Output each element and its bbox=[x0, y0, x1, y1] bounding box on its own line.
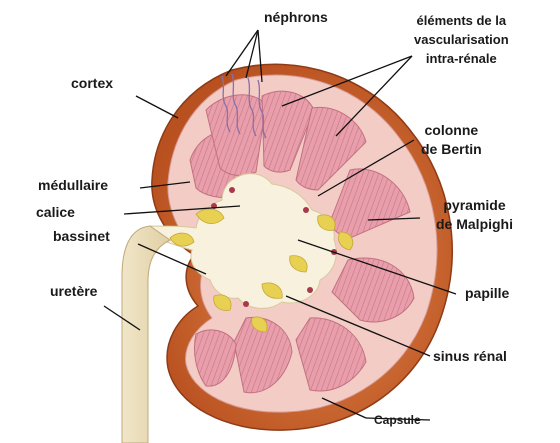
label-medullaire: médullaire bbox=[38, 177, 108, 194]
label-papille: papille bbox=[465, 285, 509, 302]
label-uretere: uretère bbox=[50, 283, 97, 300]
label-capsule: Capsule bbox=[374, 412, 421, 429]
label-pyramide: pyramide de Malpighi bbox=[436, 196, 513, 234]
ureter-shape bbox=[122, 226, 170, 443]
label-colonne-line2: de Bertin bbox=[421, 140, 482, 159]
label-vascular-line2: vascularisation bbox=[414, 30, 509, 49]
label-pyramide-line2: de Malpighi bbox=[436, 215, 513, 234]
label-colonne-line1: colonne bbox=[421, 121, 482, 140]
label-vascular: éléments de la vascularisation intra-rén… bbox=[414, 11, 509, 68]
label-vascular-line3: intra-rénale bbox=[414, 49, 509, 68]
label-vascular-line1: éléments de la bbox=[414, 11, 509, 30]
label-nephrons: néphrons bbox=[264, 9, 328, 26]
label-colonne: colonne de Bertin bbox=[421, 121, 482, 159]
label-bassinet: bassinet bbox=[53, 228, 110, 245]
label-cortex: cortex bbox=[71, 75, 113, 92]
label-sinus: sinus rénal bbox=[433, 348, 507, 365]
label-calice: calice bbox=[36, 204, 75, 221]
label-pyramide-line1: pyramide bbox=[436, 196, 513, 215]
